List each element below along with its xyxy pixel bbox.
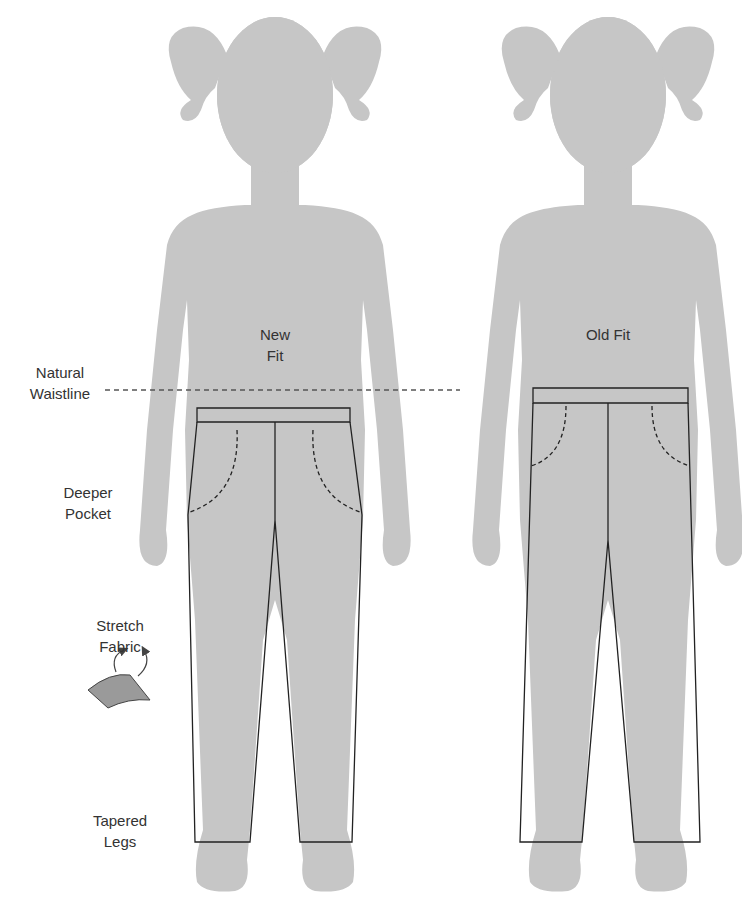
stretch-fabric-icon (88, 650, 150, 708)
new-fit-pants (188, 408, 362, 842)
label: New Fit (252, 324, 298, 366)
label: Deeper Pocket (53, 482, 123, 524)
waistline-line (105, 389, 460, 390)
child-silhouette (472, 17, 742, 892)
old-fit-pants (520, 388, 700, 842)
label: Tapered Legs (85, 810, 155, 852)
label: Natural Waistline (20, 362, 100, 404)
label: Stretch Fabric (87, 615, 153, 657)
child-silhouette (139, 17, 410, 892)
label: Old Fit (585, 324, 631, 345)
